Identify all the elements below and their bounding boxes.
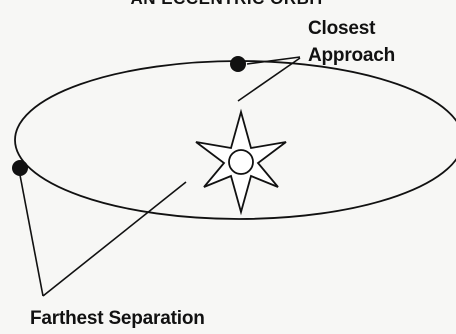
closest-approach-label-line2: Approach — [308, 45, 395, 67]
closest-approach-label-line1: Closest — [308, 18, 375, 40]
farthest-separation-label: Farthest Separation — [30, 308, 205, 330]
planet-closest-dot — [230, 56, 246, 72]
star-core — [229, 150, 253, 174]
diagram-title: AN ECCENTRIC ORBIT — [0, 0, 456, 10]
farthest-pointer-line-2 — [43, 182, 186, 296]
farthest-pointer-line-1 — [20, 175, 43, 296]
planet-farthest-dot — [12, 160, 28, 176]
